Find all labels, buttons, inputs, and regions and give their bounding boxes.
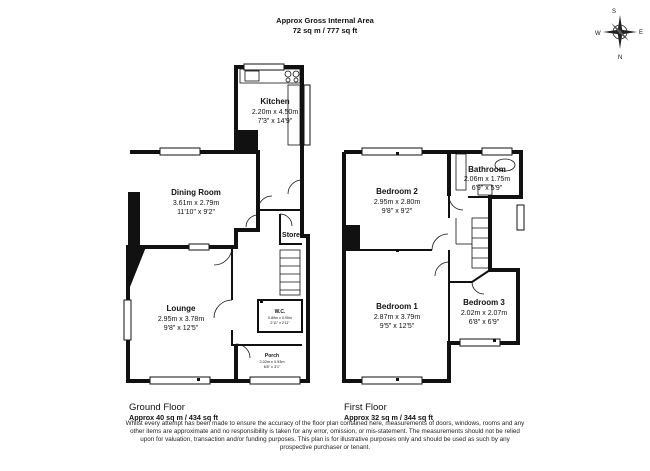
area-total: 72 sq m / 777 sq ft [292,26,358,35]
lounge-label: Lounge 2.95m x 3.78m 9'8" x 12'5" [158,304,204,332]
first-stairs [455,217,491,269]
ground-stairs [279,249,301,296]
wc-walls [257,299,303,333]
lounge-chimney [128,247,146,292]
ground-marks [146,150,263,381]
dining-imperial: 11'10" x 9'2" [177,209,215,216]
bedroom3-metric: 2.02m x 2.07m [461,310,507,317]
ground-floor-label: Ground Floor [129,402,185,413]
kitchen-wall [257,152,302,211]
bedroom3-label: Bedroom 3 2.02m x 2.07m 6'8" x 6'9" [461,298,507,326]
bedroom1-metric: 2.87m x 3.79m [374,314,420,321]
bathroom-name: Bathroom [468,165,506,174]
kitchen-imperial: 7'3" x 14'9" [258,118,293,125]
first-marks [396,152,496,381]
compass-e-label: E [639,30,643,36]
lounge-metric: 2.95m x 3.78m [158,316,204,323]
lounge-imperial: 9'8" x 12'5" [164,325,199,332]
kitchen-name: Kitchen [260,97,289,106]
store-name: Store [282,232,300,239]
wc-label: W.C. 0.89m x 0.90m 2'11" x 2'11" [268,309,292,325]
bathroom-imperial: 6'9" x 5'9" [472,185,503,192]
bathroom-metric: 2.06m x 1.75m [464,176,510,183]
porch-label: Porch 2.02m x 0.93m 6'8" x 3'1" [259,353,284,369]
porch-name: Porch [265,353,279,359]
first-floor-label: First Floor [344,402,387,413]
wc-metric: 0.89m x 0.90m [268,316,292,320]
bedroom2-metric: 2.95m x 2.80m [374,199,420,206]
bedroom1-imperial: 9'5" x 12'5" [380,323,415,330]
lounge-name: Lounge [167,304,196,313]
dining-label: Dining Room 3.61m x 2.79m 11'10" x 9'2" [171,188,221,216]
hall-wall [231,247,302,346]
compass-n-label: N [618,55,622,61]
ground-doors [213,179,303,359]
wc-name: W.C. [275,309,286,315]
compass-w-label: W [595,31,601,37]
compass-rose-icon: S W E N [595,9,643,61]
porch-imperial: 6'8" x 3'1" [264,365,281,369]
area-title: Approx Gross Internal Area [276,16,374,25]
kitchen-chimney [236,130,258,152]
disclaimer-text: Whilst every attempt has been made to en… [125,420,525,451]
first-doors [431,195,485,295]
porch-metric: 2.02m x 0.93m [259,360,284,364]
dining-metric: 3.61m x 2.79m [173,200,219,207]
bathroom-label: Bathroom 2.06m x 1.75m 6'9" x 5'9" [464,165,510,192]
bathroom-fittings [455,153,516,196]
bedroom1-name: Bedroom 1 [376,302,418,311]
first-floor-area: Approx 32 sq m / 344 sq ft [344,413,434,422]
bedroom2-imperial: 9'8" x 9'2" [382,208,413,215]
bedroom3-imperial: 6'8" x 6'9" [469,319,500,326]
bedroom3-wall [449,269,491,283]
bedroom1-chimney [346,225,360,249]
kitchen-metric: 2.20m x 4.50m [252,109,298,116]
dining-name: Dining Room [171,188,221,197]
store-walls [279,214,302,245]
ground-windows [123,63,311,385]
bedroom1-label: Bedroom 1 2.87m x 3.79m 9'5" x 12'5" [374,302,420,330]
bedroom2-label: Bedroom 2 2.95m x 2.80m 9'8" x 9'2" [374,187,420,215]
compass-s-label: S [612,9,616,15]
kitchen-label: Kitchen 2.20m x 4.50m 7'3" x 14'9" [252,97,298,125]
ground-floor-area: Approx 40 sq m / 434 sq ft [129,413,219,422]
first-floor-plan [342,147,525,385]
bedroom2-name: Bedroom 2 [376,187,418,196]
lounge-fireplace [128,192,140,247]
ground-floor-plan [123,63,311,385]
wc-imperial: 2'11" x 2'11" [270,321,290,325]
first-windows [361,147,525,385]
bedroom3-name: Bedroom 3 [463,298,505,307]
